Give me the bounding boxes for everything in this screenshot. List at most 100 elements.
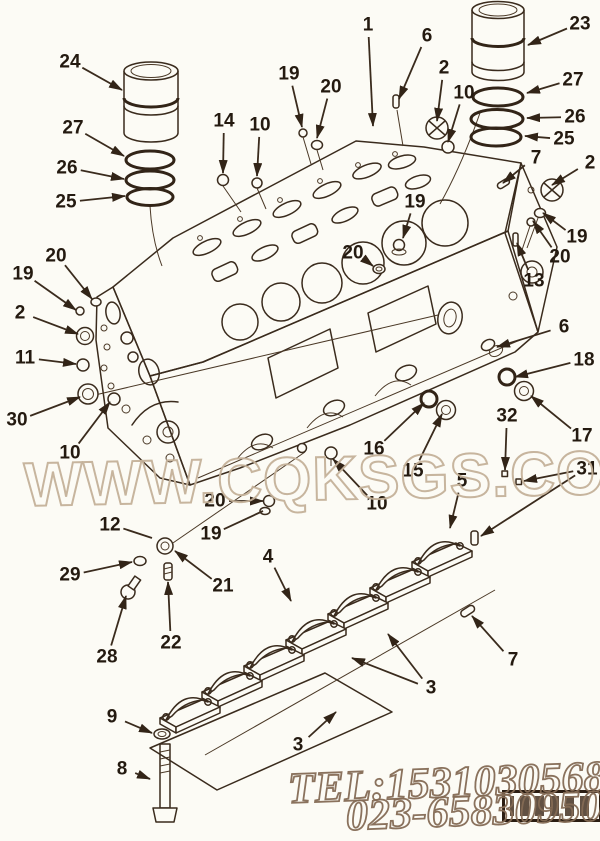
callout-leader [471,615,505,652]
callout-leader [398,46,423,100]
washer [310,139,324,151]
callout-leader [526,113,562,123]
callout-leader [542,212,567,231]
cone-plug [90,297,102,307]
callout-label: 23 [569,14,590,35]
o-ring [419,389,439,409]
threaded-plug [435,399,457,421]
dowel-pin [501,470,509,478]
callout-label: 20 [342,243,363,264]
callout-label: 4 [263,547,274,568]
callout-label: 2 [15,303,26,324]
washer [153,728,171,740]
callout-label: 25 [553,129,575,150]
callout-label: 6 [559,317,570,338]
callout-label: 3 [293,735,304,756]
cup-plug [76,358,90,372]
block-front-face [149,230,539,486]
callout-leader [496,329,551,348]
callout-leader [532,220,553,248]
threaded-plug [513,380,535,402]
callout-leader [81,66,123,91]
callout-label: 15 [402,461,424,482]
callout-label: 17 [571,426,592,447]
callout-leader [434,79,444,122]
block-gear-face [95,286,191,486]
callout-label: 3 [426,678,437,699]
gear-face-details [100,301,180,463]
callout-label: 11 [15,348,36,369]
main-bearing-bolt [152,743,178,823]
callout-label: 20 [320,77,341,98]
cylinder-bores [221,199,469,341]
washer [133,555,147,567]
callout-leader [291,85,304,128]
callout-leader [523,470,574,483]
callout-label: 19 [12,264,33,285]
threaded-plug [540,178,564,202]
callout-label: 29 [59,565,80,586]
callout-leader [447,104,461,143]
deck-studs [197,151,398,241]
callout-leader [514,361,571,379]
callout-leader [80,169,125,181]
cylinder-liner-right [439,0,526,205]
deck-middle-openings [211,174,432,283]
hex-plug [75,326,95,346]
callout-label: 18 [573,350,594,371]
liner-seal-rings-left [124,149,176,207]
elbow-fitting [156,537,174,555]
deck-coolant-ports [192,154,417,257]
stamp-box [502,790,600,822]
callout-leader [551,168,579,186]
callout-label: 10 [249,115,270,136]
callout-label: 20 [204,491,225,512]
callout-label: 19 [200,524,221,545]
callout-leader [218,132,228,174]
callout-label: 26 [564,107,585,128]
callout-leader [223,510,264,530]
cup-plug [441,140,455,154]
callout-label: 7 [508,650,519,671]
callout-label: 5 [457,471,468,492]
callout-label: 7 [531,148,542,169]
callout-label: 27 [62,118,83,139]
callout-label: 28 [96,647,117,668]
callout-leader [315,98,329,139]
callout-leader [84,132,125,157]
callout-label: 27 [562,70,583,91]
hex-bolt [262,494,276,508]
callout-label: 20 [45,246,66,267]
callout-leader [367,36,377,127]
callout-leader [34,280,77,311]
callout-leader [79,192,126,202]
callout-leader [351,657,419,685]
callout-leader [29,396,81,417]
callout-leader [502,164,526,184]
callout-label: 25 [55,192,77,213]
callout-leader [164,581,174,632]
bearing-cap-plate [149,672,393,791]
callout-leader [32,316,79,335]
engine-block-drawing [94,140,558,546]
hex-bolt [392,238,406,252]
callout-leader [134,769,151,780]
washer [372,263,386,275]
callout-label: 1 [363,15,374,36]
callout-leader [64,264,93,300]
callout-label: 19 [278,64,299,85]
callout-leader [253,136,263,177]
callout-leader [418,413,443,461]
callout-label: 16 [363,439,384,460]
callout-label: 26 [56,158,77,179]
callout-label: 14 [213,111,235,132]
dowel-pin [460,604,476,618]
expansion-ball [75,306,85,316]
callout-leader [524,132,551,142]
callout-leader [448,492,460,529]
expansion-ball [298,128,308,138]
callout-leader [402,213,412,239]
washer [259,506,271,516]
small-parts [75,94,564,823]
